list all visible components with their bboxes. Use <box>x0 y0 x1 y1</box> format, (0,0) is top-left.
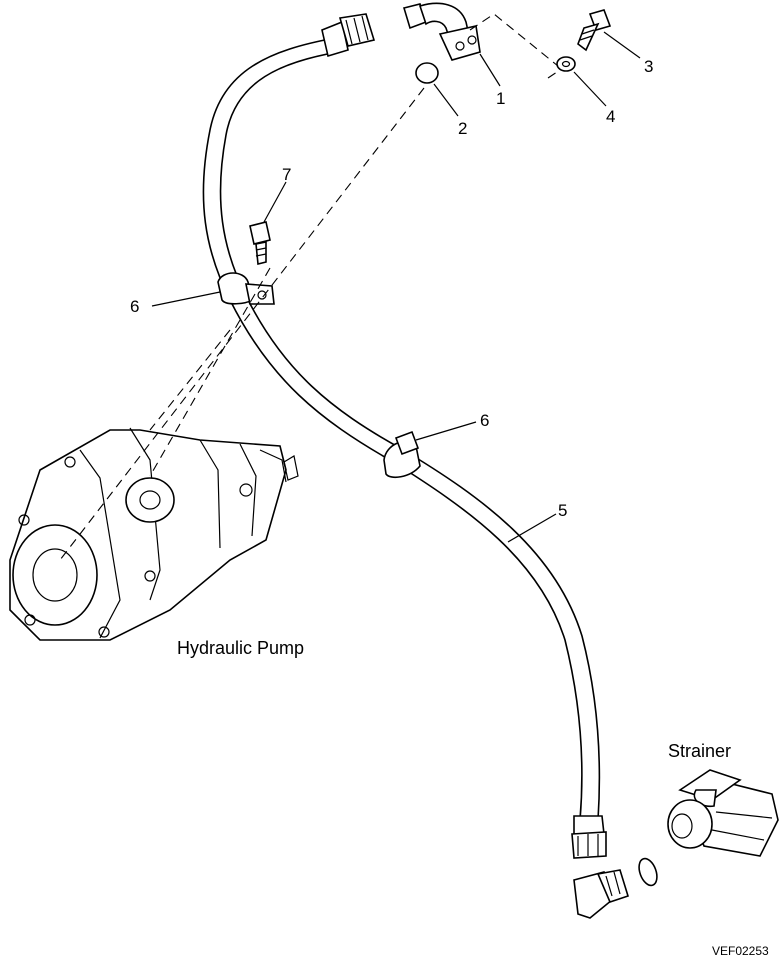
callout-3: 3 <box>644 57 653 76</box>
label-strainer: Strainer <box>668 741 731 761</box>
label-hydraulic-pump: Hydraulic Pump <box>177 638 304 658</box>
figure-code: VEF02253 <box>712 944 769 958</box>
callout-6-lower: 6 <box>480 411 489 430</box>
callout-2: 2 <box>458 119 467 138</box>
elbow-fitting <box>402 2 481 61</box>
bottom-elbow-fitting <box>573 857 658 919</box>
hose-bottom-fitting <box>571 815 607 859</box>
callout-6-upper: 6 <box>130 297 139 316</box>
callout-1: 1 <box>496 89 505 108</box>
strainer <box>667 769 779 857</box>
hose-clamp-upper <box>217 272 275 305</box>
hydraulic-pump <box>9 427 299 641</box>
bolt-3 <box>577 9 612 52</box>
callout-4: 4 <box>606 107 615 126</box>
assembly-guide-lines <box>59 13 561 561</box>
suction-hose <box>202 37 601 821</box>
hose-clamp-lower <box>383 430 421 479</box>
hose-top-fitting <box>321 13 376 58</box>
o-ring <box>415 62 439 84</box>
callout-5: 5 <box>558 501 567 520</box>
leader-lines <box>151 31 641 543</box>
bolt-7 <box>249 221 271 266</box>
callout-7: 7 <box>282 165 291 184</box>
washer-4 <box>556 56 576 72</box>
